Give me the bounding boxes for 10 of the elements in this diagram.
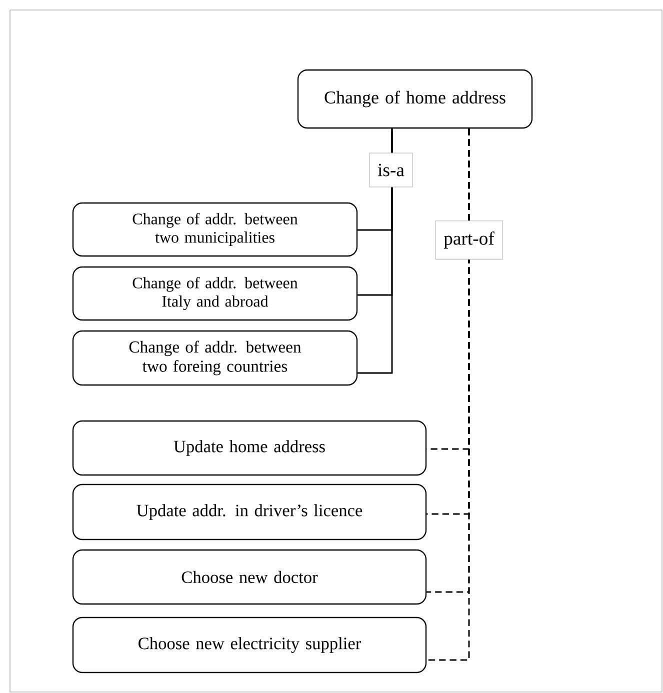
process-box: Update home address	[72, 420, 427, 476]
process-box: Choose new doctor	[72, 549, 427, 605]
process-box: Change of addr. between two municipalities	[72, 202, 358, 257]
process-box: Choose new electricity supplier	[72, 616, 427, 674]
process-box: Change of addr. between two foreing countries	[72, 330, 358, 386]
process-box: Change of addr. between Italy and abroad	[72, 266, 358, 321]
process-box: Update addr. in driver’s licence	[72, 484, 427, 540]
edge-label: is-a	[369, 152, 413, 188]
process-box: Change of home address	[297, 69, 533, 129]
edge-label: part-of	[435, 220, 503, 260]
